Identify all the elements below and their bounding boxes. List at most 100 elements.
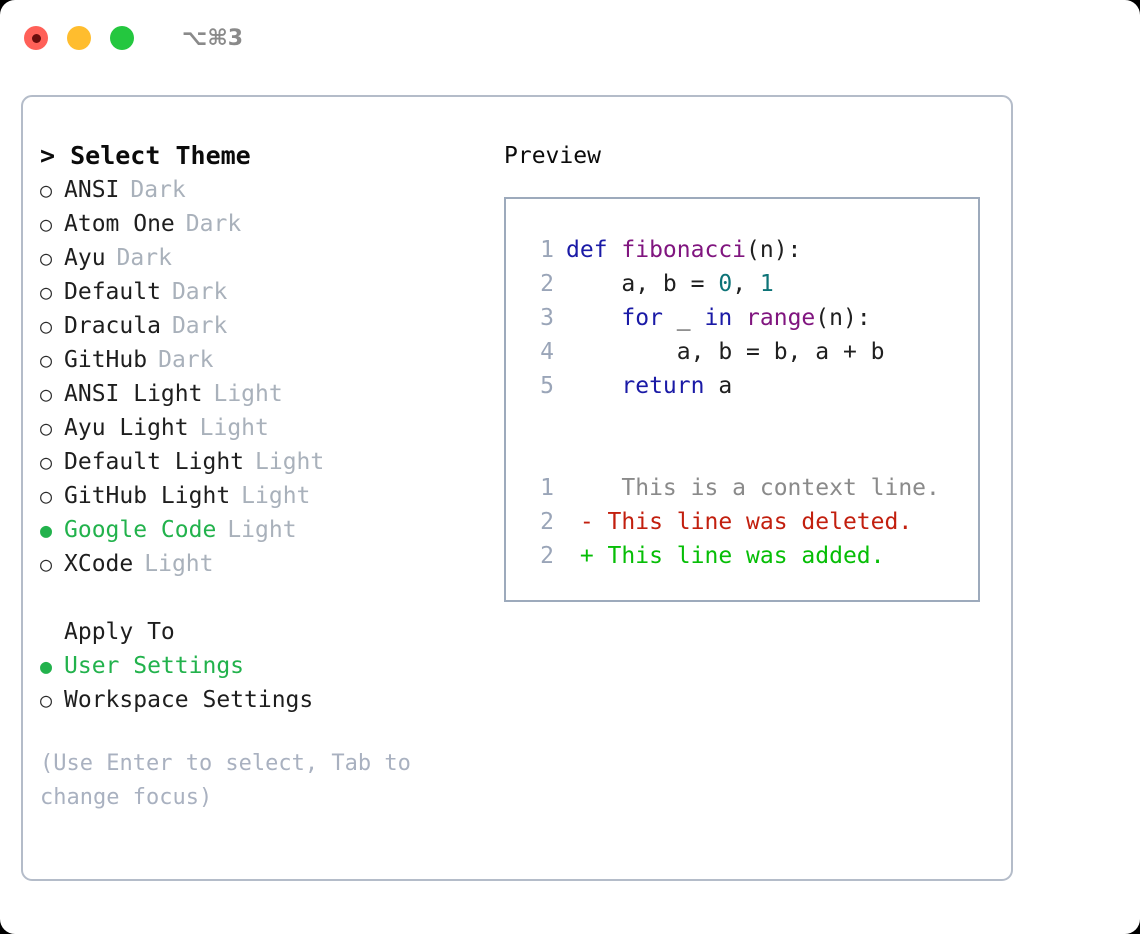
diff-sample: 1 This is a context line.2 - This line w… xyxy=(524,471,978,573)
maximize-window-button[interactable] xyxy=(110,26,134,50)
theme-option-label: Google Code xyxy=(64,517,217,543)
code-line-text: a, b = 0, 1 xyxy=(566,267,774,301)
code-token-punct: , xyxy=(732,271,760,297)
apply-to-option-user-settings[interactable]: ● User Settings xyxy=(40,649,493,683)
theme-option-label: ANSI Light xyxy=(64,381,203,407)
code-token-punct: a xyxy=(704,373,733,399)
theme-option-label: GitHub Light xyxy=(64,483,231,509)
theme-option-variant-badge: Light xyxy=(213,381,283,407)
code-token-punct: a, b = xyxy=(566,271,719,297)
theme-option-label: Ayu Light xyxy=(64,415,189,441)
theme-option-label: Default xyxy=(64,279,161,305)
radio-selected-icon: ● xyxy=(40,518,53,542)
line-number: 5 xyxy=(540,373,554,399)
radio-unselected-icon: ○ xyxy=(40,178,53,202)
theme-option-variant-badge: Dark xyxy=(130,177,186,203)
diff-line-del: 2 - This line was deleted. xyxy=(524,505,978,539)
title-bar: ⌥⌘3 xyxy=(0,0,1140,76)
theme-option-label: GitHub xyxy=(64,347,148,373)
theme-option-github[interactable]: ○ GitHub Dark xyxy=(40,343,493,377)
diff-line-text: This is a context line. xyxy=(566,475,940,501)
theme-option-google-code[interactable]: ● Google Code Light xyxy=(40,513,493,547)
theme-option-xcode[interactable]: ○ XCode Light xyxy=(40,547,493,581)
code-line: 1 def fibonacci(n): xyxy=(524,233,978,267)
code-diff-spacer xyxy=(524,403,978,437)
radio-unselected-icon: ○ xyxy=(40,688,53,712)
theme-option-variant-badge: Dark xyxy=(185,211,242,237)
page-title: > Select Theme xyxy=(40,141,251,170)
close-icon xyxy=(31,33,41,43)
code-token-fn: range xyxy=(746,305,816,331)
apply-to-header: Apply To xyxy=(64,619,175,645)
keyboard-hint: (Use Enter to select, Tab to change focu… xyxy=(40,751,411,810)
line-number: 2 xyxy=(540,543,554,569)
theme-option-label: Default Light xyxy=(64,449,245,475)
theme-option-variant-badge: Dark xyxy=(116,245,172,271)
theme-option-variant-badge: Light xyxy=(241,483,311,509)
radio-selected-icon: ● xyxy=(40,654,53,678)
diff-line-text: + This line was added. xyxy=(566,543,885,569)
theme-option-variant-badge: Light xyxy=(227,517,297,543)
close-window-button[interactable] xyxy=(24,26,48,50)
code-token-punct xyxy=(566,373,621,399)
code-token-punct xyxy=(566,305,621,331)
code-token-punct: (n): xyxy=(815,305,871,331)
theme-option-variant-badge: Dark xyxy=(158,347,214,373)
line-number: 3 xyxy=(540,305,554,331)
code-line-text: a, b = b, a + b xyxy=(566,335,885,369)
diff-line-text: - This line was deleted. xyxy=(566,509,913,535)
code-token-punct xyxy=(732,305,746,331)
theme-option-default[interactable]: ○ Default Dark xyxy=(40,275,493,309)
minimize-window-button[interactable] xyxy=(67,26,91,50)
apply-to-option-label: User Settings xyxy=(64,653,245,679)
radio-unselected-icon: ○ xyxy=(40,314,53,338)
radio-unselected-icon: ○ xyxy=(40,382,53,406)
code-line: 4 a, b = b, a + b xyxy=(524,335,978,369)
code-line: 3 for _ in range(n): xyxy=(524,301,978,335)
theme-option-ayu[interactable]: ○ Ayu Dark xyxy=(40,241,493,275)
code-line-text: for _ in range(n): xyxy=(566,301,871,335)
code-token-kw: return xyxy=(621,373,705,399)
code-token-num: 1 xyxy=(759,271,774,297)
apply-to-option-list: ● User Settings ○Workspace Settings xyxy=(40,649,493,717)
diff-line-add: 2 + This line was added. xyxy=(524,539,978,573)
radio-unselected-icon: ○ xyxy=(40,552,53,576)
line-number: 1 xyxy=(540,237,554,263)
theme-option-variant-badge: Dark xyxy=(171,279,228,305)
theme-option-ansi-light[interactable]: ○ ANSI Light Light xyxy=(40,377,493,411)
theme-option-label: Dracula xyxy=(64,313,161,339)
line-number: 2 xyxy=(540,271,554,297)
apply-to-option-workspace-settings[interactable]: ○Workspace Settings xyxy=(40,683,493,717)
radio-unselected-icon: ○ xyxy=(40,246,53,270)
radio-unselected-icon: ○ xyxy=(40,348,53,372)
line-number: 1 xyxy=(540,475,554,501)
traffic-lights xyxy=(24,26,134,50)
radio-unselected-icon: ○ xyxy=(40,280,53,304)
radio-unselected-icon: ○ xyxy=(40,416,53,440)
code-token-punct: a, b = b, a + b xyxy=(566,339,885,365)
radio-unselected-icon: ○ xyxy=(40,484,53,508)
theme-option-label: Ayu xyxy=(64,245,106,271)
code-line-text: def fibonacci(n): xyxy=(566,233,801,267)
code-token-kw: for xyxy=(621,305,663,331)
diff-line-ctx: 1 This is a context line. xyxy=(524,471,978,505)
list-spacer xyxy=(40,581,493,615)
code-line: 2 a, b = 0, 1 xyxy=(524,267,978,301)
theme-option-variant-badge: Light xyxy=(255,449,325,475)
theme-option-github-light[interactable]: ○ GitHub Light Light xyxy=(40,479,493,513)
theme-option-variant-badge: Light xyxy=(144,551,214,577)
theme-option-label: XCode xyxy=(64,551,134,577)
